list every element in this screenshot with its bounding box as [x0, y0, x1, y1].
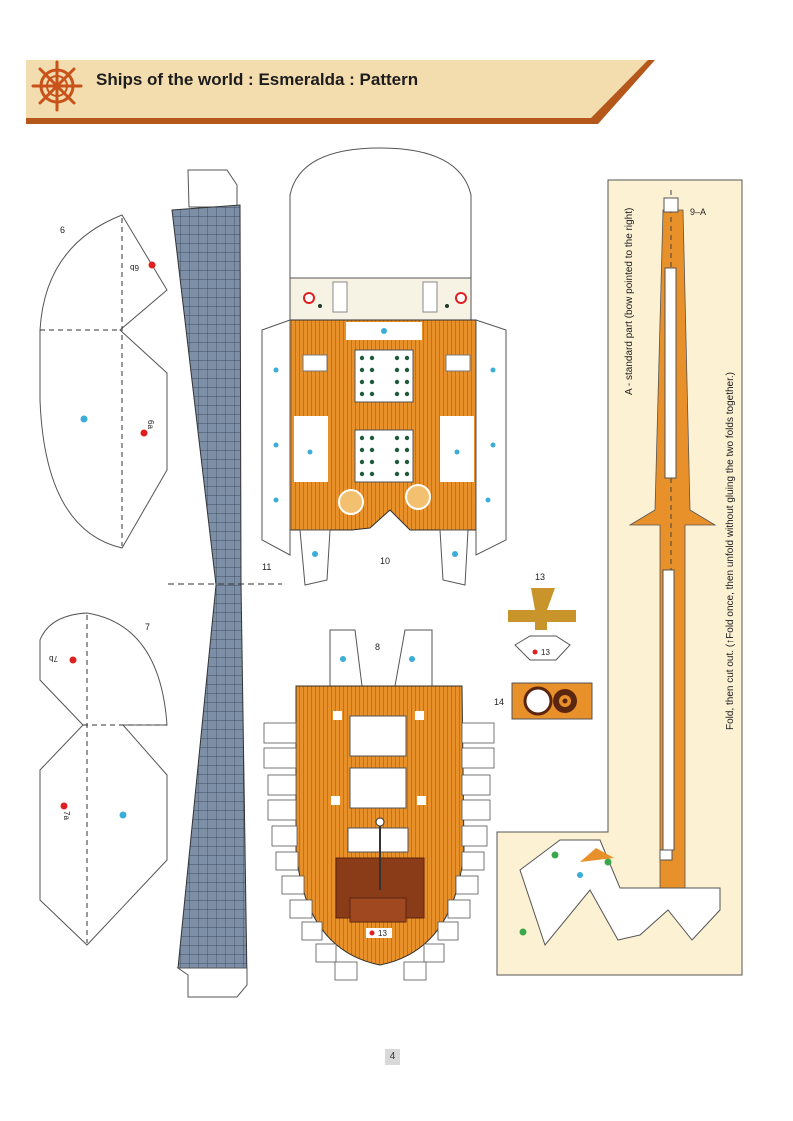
label-part-7b: 7b [49, 654, 58, 663]
label-part-6: 6 [60, 225, 65, 235]
label-part-9a: 9–A [690, 207, 706, 217]
header-band [26, 60, 655, 124]
marker-6b [148, 261, 156, 269]
marker-6a [140, 429, 148, 437]
label-part-7a: 7a [62, 811, 71, 820]
part-7 [39, 612, 168, 946]
standard-part-note: A - standard part (bow pointed to the ri… [624, 208, 635, 395]
part-14 [511, 682, 593, 720]
part-9a-panel [496, 179, 743, 976]
page-number: 4 [385, 1049, 400, 1065]
marker-7b [69, 656, 77, 664]
part-8-deck: 13 [295, 629, 465, 966]
part-11-hull-strip [168, 169, 282, 998]
label-part-11: 11 [262, 562, 271, 572]
ship-wheel-icon [31, 60, 83, 112]
label-part-6b: 6b [130, 263, 139, 272]
part-8-tabs [263, 722, 495, 981]
label-part-13-on-deck: 13 [378, 929, 387, 938]
part-10-deck [261, 147, 507, 586]
label-part-10: 10 [380, 556, 390, 566]
label-part-8: 8 [375, 642, 380, 652]
label-part-14: 14 [494, 697, 504, 707]
label-part-13-tag: 13 [541, 648, 550, 657]
label-part-7: 7 [145, 622, 150, 632]
page-title: Ships of the world : Esmeralda : Pattern [96, 70, 419, 89]
part-13: 13 [508, 588, 576, 661]
fold-instruction-note: Fold, then cut out. (↑Fold once, then un… [725, 372, 736, 730]
label-part-13: 13 [535, 572, 545, 582]
part-6 [39, 214, 168, 549]
marker-7a [60, 802, 68, 810]
page-header: Ships of the world : Esmeralda : Pattern [0, 0, 793, 140]
label-part-6a: 6a [146, 420, 155, 429]
